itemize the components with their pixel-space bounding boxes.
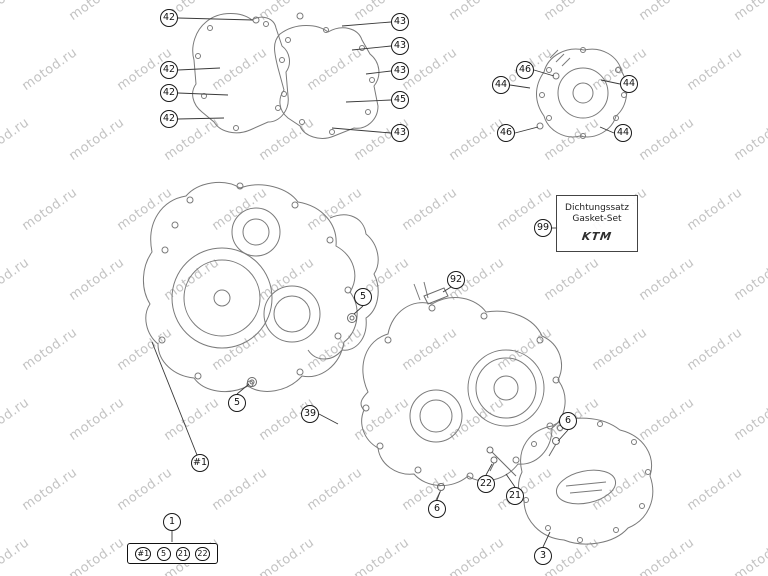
callout-42[interactable]: 42 (160, 110, 178, 128)
callout-44[interactable]: 44 (614, 124, 632, 142)
legend-item-22: 22 (195, 546, 210, 561)
callout-42[interactable]: 42 (160, 61, 178, 79)
callout-num1[interactable]: #1 (191, 454, 209, 472)
callout-44[interactable]: 44 (492, 76, 510, 94)
callout-42[interactable]: 42 (160, 9, 178, 27)
callout-3[interactable]: 3 (534, 547, 552, 565)
clutch-cover-gasket-drawing (192, 12, 380, 139)
callout-45[interactable]: 45 (391, 91, 409, 109)
legend-item-21: 21 (175, 546, 191, 561)
clutch-cover-drawing (536, 47, 628, 139)
gasket-set-title-en: Gasket-Set (572, 214, 622, 224)
callout-46[interactable]: 46 (497, 124, 515, 142)
callout-46[interactable]: 46 (516, 61, 534, 79)
callout-44[interactable]: 44 (620, 75, 638, 93)
callout-5[interactable]: 5 (354, 288, 372, 306)
callout-6[interactable]: 6 (559, 412, 577, 430)
legend-item-5: 5 (156, 546, 171, 561)
callout-43[interactable]: 43 (391, 62, 409, 80)
gasket-set-box: Dichtungssatz Gasket-Set KTM (556, 195, 638, 252)
callout-99[interactable]: 99 (534, 219, 552, 237)
callout-92[interactable]: 92 (447, 271, 465, 289)
callout-21[interactable]: 21 (506, 487, 524, 505)
ignition-cover-drawing (518, 417, 654, 545)
legend-item-num1: #1 (135, 546, 152, 561)
right-crankcase-drawing (360, 281, 566, 487)
callout-6[interactable]: 6 (428, 500, 446, 518)
callout-42[interactable]: 42 (160, 84, 178, 102)
callout-39[interactable]: 39 (301, 405, 319, 423)
gasket-set-title-de: Dichtungssatz (565, 203, 629, 213)
callout-1[interactable]: 1 (163, 513, 181, 531)
left-crankcase-drawing (143, 181, 379, 393)
callout-43[interactable]: 43 (391, 13, 409, 31)
callout-43[interactable]: 43 (391, 37, 409, 55)
leader-lines (151, 17, 621, 548)
callout-5[interactable]: 5 (228, 394, 246, 412)
callout-22[interactable]: 22 (477, 475, 495, 493)
callout-43[interactable]: 43 (391, 124, 409, 142)
legend-box: #1 5 21 22 (127, 543, 218, 564)
